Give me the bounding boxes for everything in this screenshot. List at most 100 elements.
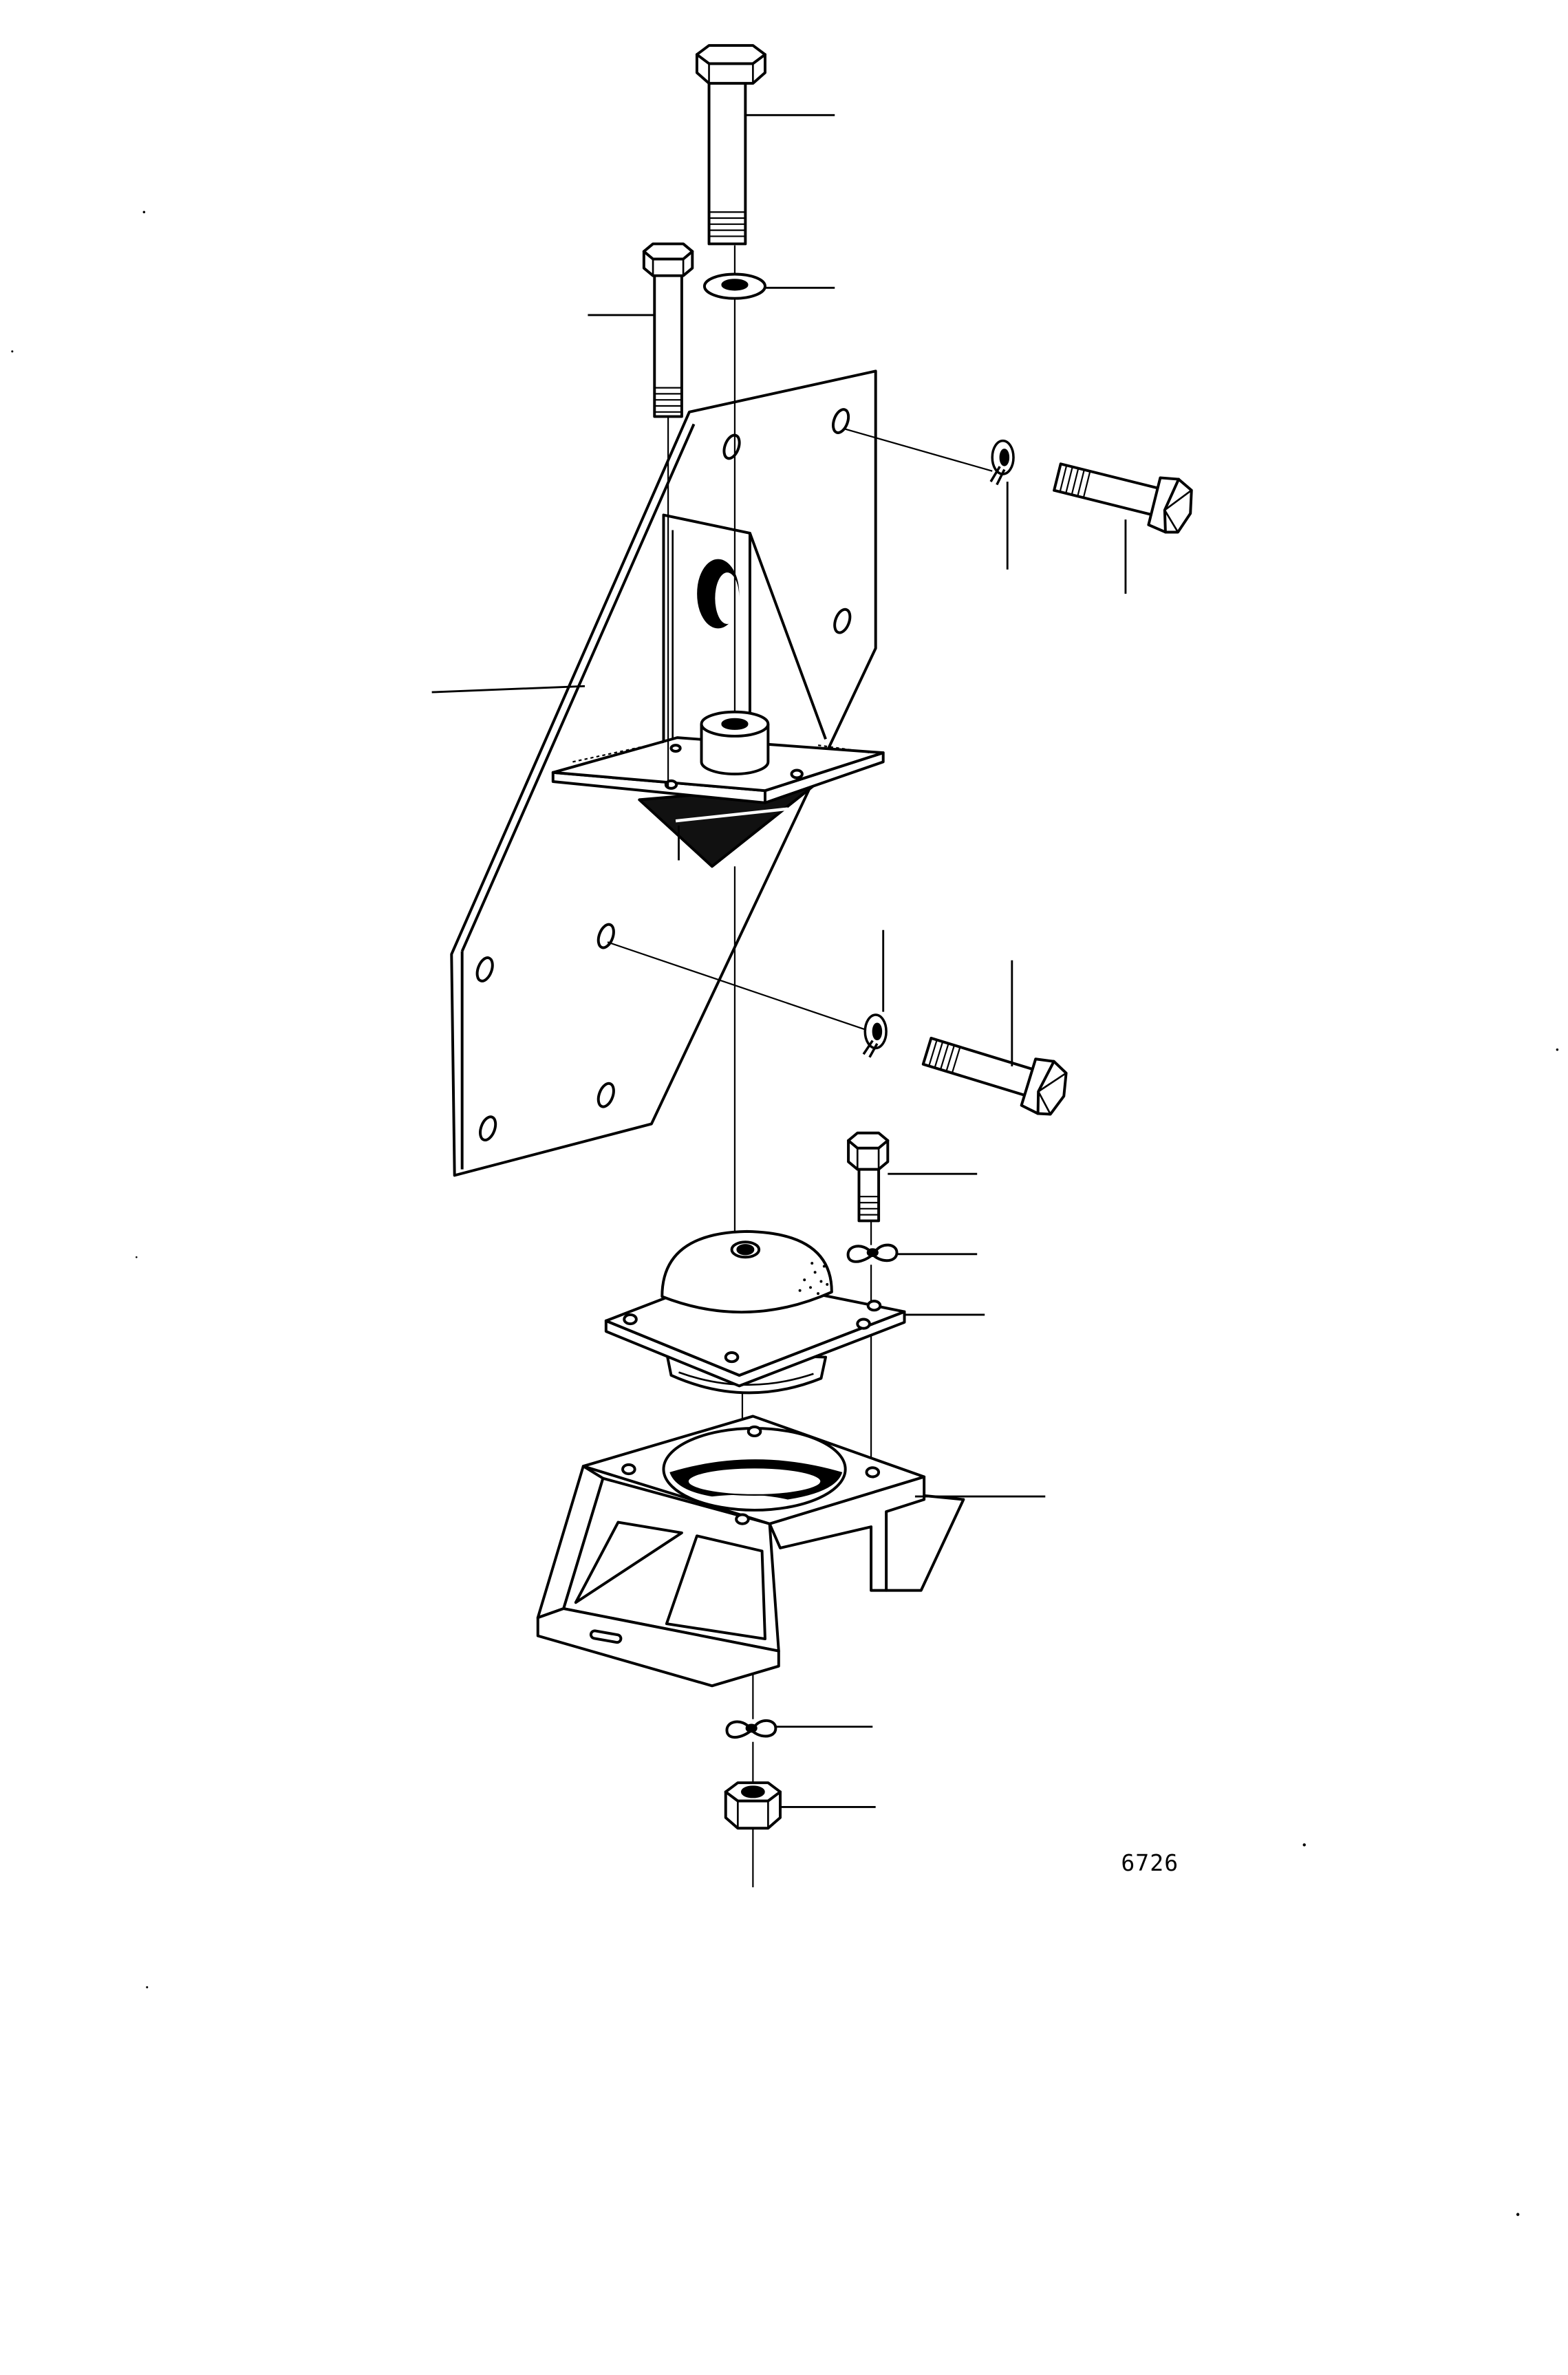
spacer-boss-hole [721, 718, 749, 730]
rubber-mount-flange-hole [623, 1313, 638, 1326]
mounting-plate-edge [460, 423, 696, 1170]
upper-spring-washer-hole [999, 449, 1010, 466]
leader-mounting-plate [431, 685, 586, 694]
small-bolt [847, 1131, 890, 1223]
speck [1302, 1843, 1306, 1847]
speck [11, 350, 14, 353]
plate-hole [597, 1082, 615, 1108]
shading-dot [822, 1265, 826, 1268]
lower-bracket-hole [735, 1513, 750, 1525]
lower-bracket-gusset-window-left [574, 1520, 683, 1604]
bottom-spring-washer-shape [725, 1719, 777, 1739]
lower-spring-washer-split [862, 1040, 879, 1058]
lower-bracket-right-face [768, 1475, 926, 1592]
mounting-plate-holes [475, 408, 852, 1142]
flat-washer-hole [721, 279, 749, 291]
shading-dot [819, 1280, 823, 1283]
gusset-side-edge [749, 533, 827, 740]
assembly-line-upper-side-bolt [844, 427, 993, 472]
lower-spring-washer-hole [872, 1022, 883, 1041]
hex-nut-hole [740, 1785, 765, 1798]
left-bolt-shank [653, 272, 683, 418]
left-bolt-head-top [642, 242, 694, 261]
lower-bracket-hole [621, 1463, 636, 1476]
assembly-line-lower-side-bolt [607, 941, 867, 1031]
speck [142, 211, 146, 213]
rubber-mount-flange-hole [866, 1300, 882, 1312]
mount-spring-washer-shape [846, 1243, 899, 1263]
long-bolt-thread [709, 211, 746, 237]
lower-side-bolt [921, 1036, 1068, 1116]
small-bolt-head-faces [856, 1148, 880, 1170]
figure-number: 6726 [1121, 1849, 1179, 1876]
long-bolt [695, 44, 766, 246]
lower-spring-washer [862, 1013, 888, 1058]
lower-bracket-gusset-window-right [665, 1534, 766, 1641]
upper-spring-washer-split [989, 466, 1006, 486]
hex-nut [724, 1781, 782, 1830]
lower-side-bolt-thread [928, 1040, 961, 1074]
small-bolt-thread [859, 1196, 879, 1216]
assembly-lines [607, 245, 993, 1888]
hex-nut-faces [737, 1801, 769, 1829]
bottom-spring-washer-hole [745, 1723, 758, 1733]
plate-hole [833, 608, 852, 634]
bottom-spring-washer [725, 1719, 777, 1739]
plate-hole [479, 1115, 497, 1142]
mount-spring-washer [846, 1243, 899, 1263]
mount-spring-washer-hole [866, 1248, 879, 1258]
lower-side-bolt-shank [921, 1036, 1037, 1098]
left-bolt-head-faces [652, 259, 685, 276]
shading-dot [813, 1271, 817, 1274]
base-plate-weld [572, 741, 872, 763]
long-bolt-head-faces [708, 63, 754, 84]
shading-dot [817, 1292, 820, 1296]
shading-dot [826, 1282, 829, 1286]
leader-lines [431, 114, 1127, 1808]
upper-side-bolt [1053, 462, 1193, 534]
lower-bracket-foot [536, 1607, 780, 1688]
base-plate-hole [669, 744, 682, 753]
upper-side-bolt-head-faces [1163, 489, 1192, 533]
rubber-mount [604, 1229, 906, 1395]
upper-side-bolt-thread [1059, 465, 1091, 498]
rubber-mount-dome [661, 1229, 833, 1314]
rubber-mount-flange-hole [724, 1351, 740, 1364]
spacer-boss-body [700, 724, 770, 775]
upper-side-bolt-shank [1053, 462, 1162, 517]
lower-bracket-hole [865, 1466, 881, 1479]
plate-hole [475, 956, 494, 982]
shading-dot [798, 1289, 802, 1292]
plate-hole [597, 923, 615, 949]
mounting-plate [450, 369, 885, 1177]
rubber-mount-center-hole-inner [736, 1244, 755, 1256]
upper-spring-washer [989, 439, 1015, 486]
rubber-mount-flange-hole [856, 1318, 871, 1330]
plate-hole [831, 408, 850, 434]
left-bolt [642, 242, 694, 418]
lower-bracket-foot-slot [589, 1629, 623, 1644]
plate-hole [722, 433, 741, 460]
shading-dot [803, 1278, 806, 1282]
lower-bracket [536, 1415, 965, 1688]
left-bolt-thread [654, 387, 682, 413]
rubber-mount-shading [798, 1262, 829, 1296]
lower-side-bolt-head-faces [1038, 1072, 1067, 1115]
speck [1556, 1048, 1559, 1051]
gusset-hole-light [715, 572, 740, 625]
shading-dot [810, 1262, 814, 1265]
flat-washer [702, 272, 766, 300]
spacer-boss [700, 710, 770, 775]
small-bolt-head-top [847, 1131, 890, 1150]
speck [146, 1986, 149, 1988]
speck [1516, 2213, 1520, 2216]
scan-specks [11, 211, 1559, 2216]
long-bolt-head-top [695, 44, 766, 65]
shading-dot [809, 1286, 813, 1289]
lower-bracket-hole [747, 1425, 762, 1438]
rubber-wedge-highlight [675, 807, 788, 823]
base-plate-hole [790, 769, 804, 780]
small-bolt-shank [857, 1166, 881, 1223]
lower-bracket-bore-floor [687, 1467, 822, 1496]
